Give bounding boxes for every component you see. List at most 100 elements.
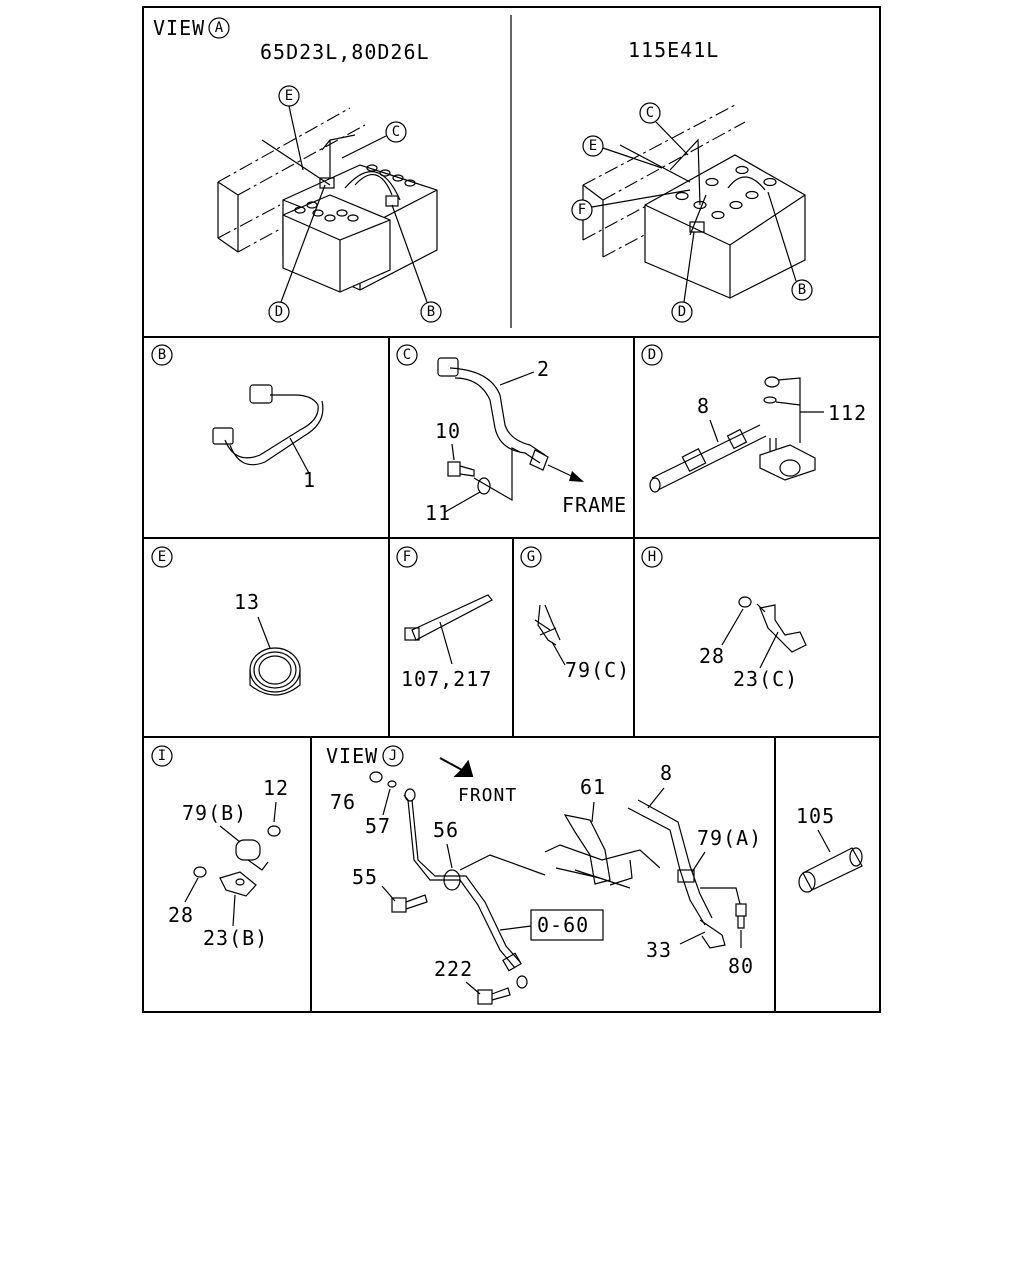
detail-f-circle: F [403,549,411,565]
part-79b-label: 79(B) [182,801,247,825]
detail-i-panel: I 12 79(B) 28 23(B) [151,745,289,950]
right-callouts: C E F D B [571,102,813,323]
part-8-label-j: 8 [660,761,673,785]
bolt-80 [700,887,747,929]
clip-79c [534,604,561,646]
callout-b-left: B [427,304,435,320]
detail-c-circle: C [403,347,411,363]
part-56-label: 56 [433,818,459,842]
sleeve-105 [798,847,863,893]
view-a-circle-label: A [215,20,224,36]
cable-8 [649,424,767,493]
terminal-clamp [759,438,816,481]
detail-g-panel: G 79(C) [520,546,630,682]
detail-b-circle: B [158,347,166,363]
grommet-56 [443,869,461,891]
callout-e-left: E [285,88,293,104]
callout-d-right: D [678,304,686,320]
nut-28-i [193,866,207,878]
view-j-panel: VIEW J FRONT 76 57 56 55 [326,744,762,1005]
washer-57 [387,780,397,788]
detail-e-panel: E 13 [151,546,301,696]
detail-h-panel: H 28 23(C) [641,546,807,691]
part-107-217-label: 107,217 [401,667,492,691]
bracket-23c [756,603,807,653]
boxed-ref-0-60: 0-60 [537,913,589,937]
part-23b-label: 23(B) [203,926,268,950]
part-222-label: 222 [434,957,473,981]
frame-label: FRAME [562,493,627,517]
detail-d-circle: D [648,347,656,363]
washer-11 [477,477,491,495]
bolt-10 [447,461,475,477]
part-28-label-h: 28 [699,644,725,668]
detail-f-panel: F 107,217 [396,546,493,691]
clip-79a [677,869,695,883]
boxed-ref-frame [530,909,604,941]
bracket-61 [459,814,661,889]
part-105-label: 105 [796,804,835,828]
front-arrow-icon [439,757,474,777]
part-61-label: 61 [580,775,606,799]
part-80-label: 80 [728,954,754,978]
view-a-circle [208,17,230,39]
part-13-label: 13 [234,590,260,614]
part-79a-label: 79(A) [697,826,762,850]
part-1-label: 1 [303,468,316,492]
callout-c-left: C [392,124,400,140]
right-battery-variant: 115E41L [628,38,719,62]
cable-tie-107 [404,594,493,641]
view-a-title: VIEW [153,16,205,40]
detail-i-circle: I [158,748,166,764]
view-j-circle: J [389,748,397,764]
nut-washer-112 [763,376,780,404]
grommet-13 [249,647,301,696]
detail-105-panel: 105 [796,804,863,893]
callout-b-right: B [798,282,806,298]
diagram-frame [142,6,881,1013]
detail-h-circle: H [648,549,656,565]
part-28-label-i: 28 [168,903,194,927]
part-55-label: 55 [352,865,378,889]
view-a-panel: VIEW A 65D23L,80D26L 115E41L [153,16,813,323]
part-23c-label: 23(C) [733,667,798,691]
view-j-title: VIEW [326,744,378,768]
detail-d-panel: D 8 112 [641,344,867,493]
callout-e-right: E [589,138,597,154]
detail-e-circle: E [158,549,166,565]
front-label: FRONT [458,785,517,806]
left-battery-variant: 65D23L,80D26L [260,40,430,64]
detail-b-panel: B 1 [151,344,324,492]
part-57-label: 57 [365,814,391,838]
part-10-label: 10 [435,419,461,443]
part-33-label: 33 [646,938,672,962]
callout-c-right: C [646,105,654,121]
part-11-label: 11 [425,501,451,525]
bolt-222 [477,987,511,1005]
callout-f-right: F [578,202,586,218]
cable-8-j [627,799,726,949]
part-8-label: 8 [697,394,710,418]
part-112-label: 112 [828,401,867,425]
nut-28 [738,596,752,608]
bracket-23b [219,871,257,897]
detail-g-circle: G [527,549,535,565]
part-76-label: 76 [330,790,356,814]
clip-79b [235,839,269,871]
battery-cable-1 [212,384,324,476]
part-2-label: 2 [537,357,550,381]
detail-c-panel: C 2 10 11 FRAME [396,344,627,525]
left-callouts: E C D B [268,85,442,323]
battery-cable-2 [437,357,549,471]
callout-d-left: D [275,304,283,320]
part-79c-label: 79(C) [565,658,630,682]
view-j-circle-ring [382,745,404,767]
part-12-label: 12 [263,776,289,800]
bolt-55 [391,894,428,913]
ground-cable-55 [403,788,528,989]
left-battery-assembly [217,107,438,293]
nut-76 [369,771,383,783]
right-battery-assembly [582,104,806,299]
nut-12 [267,825,281,837]
